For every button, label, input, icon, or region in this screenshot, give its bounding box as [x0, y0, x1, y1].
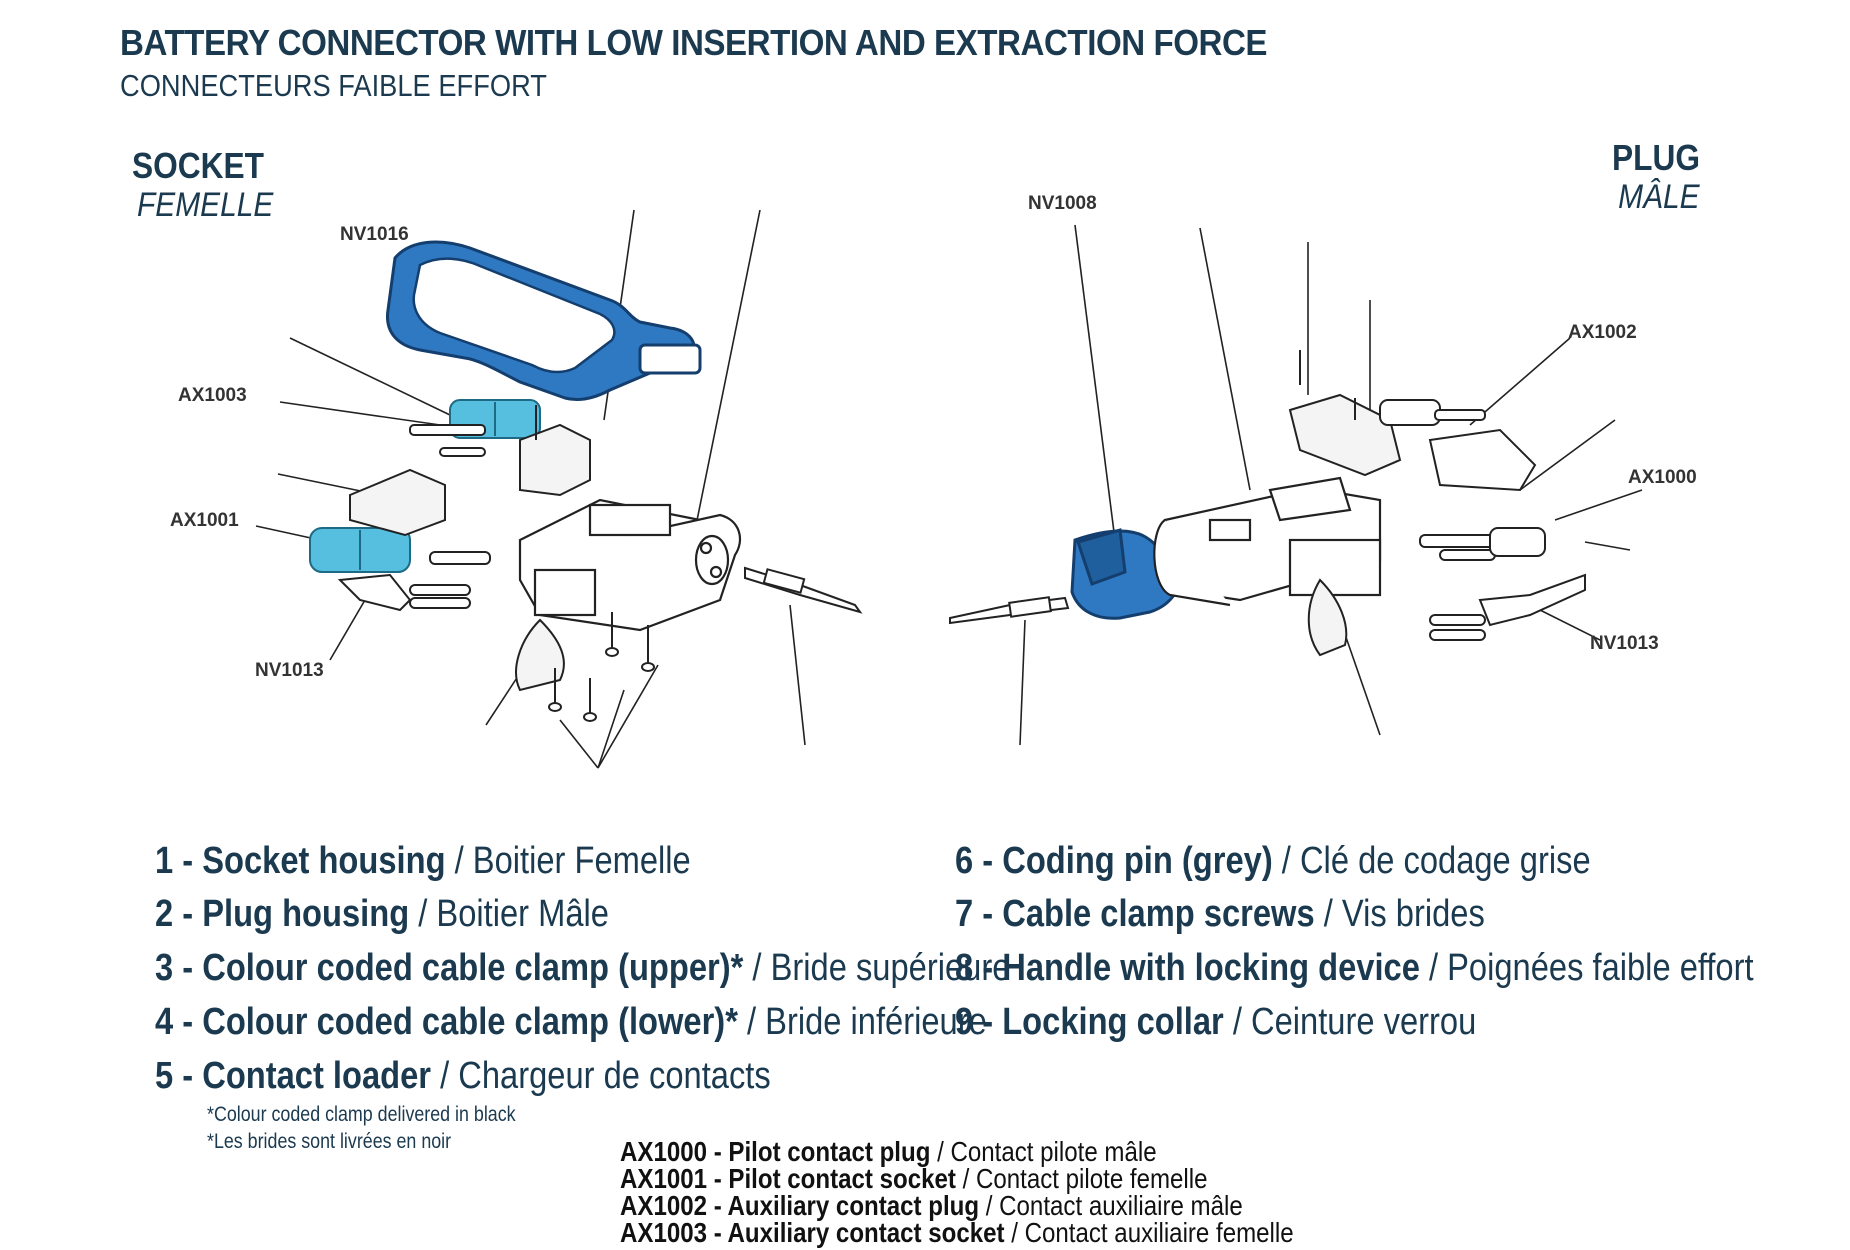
label-ax1001: AX1001: [170, 510, 239, 531]
legend-item-8: 8 - Handle with locking device / Poignée…: [955, 947, 1754, 989]
label-nv1013-left: NV1013: [255, 660, 324, 681]
socket-subheading: FEMELLE: [137, 186, 274, 224]
legend-item-5: 5 - Contact loader / Chargeur de contact…: [155, 1055, 771, 1097]
contact-pin: [409, 584, 471, 596]
legend-item-1: 1 - Socket housing / Boitier Femelle: [155, 840, 691, 882]
socket-housing-part: [518, 498, 742, 632]
leader-line: [1199, 227, 1251, 491]
legend-item-7: 7 - Cable clamp screws / Vis brides: [955, 893, 1485, 935]
contact-loader: [337, 573, 412, 612]
contact-pin: [439, 447, 486, 457]
coding-pin-left: [744, 566, 863, 614]
leader-line: [1554, 489, 1643, 521]
exploded-diagram: [255, 209, 1643, 769]
page-title: BATTERY CONNECTOR WITH LOW INSERTION AND…: [120, 22, 1268, 63]
auxiliary-contact-plug: [1379, 399, 1441, 426]
lower-cable-clamp: [1307, 578, 1348, 657]
leader-line: [597, 664, 659, 769]
label-ax1002: AX1002: [1568, 322, 1637, 343]
plug-subheading: MÂLE: [1618, 178, 1700, 216]
upper-cable-clamp: [1288, 393, 1402, 477]
contact-ax1003: AX1003 - Auxiliary contact socket / Cont…: [620, 1217, 1294, 1248]
footnote-fr: *Les brides sont livrées en noir: [207, 1130, 452, 1153]
upper-cable-clamp: [519, 423, 591, 497]
plug-housing-part: [1153, 476, 1382, 607]
legend-item-3: 3 - Colour coded cable clamp (upper)* / …: [155, 947, 1011, 989]
legend-item-6: 6 - Coding pin (grey) / Clé de codage gr…: [955, 840, 1591, 882]
leader-line: [1019, 619, 1026, 746]
contact-pin: [1419, 534, 1496, 548]
pilot-contact-plug: [1489, 527, 1546, 557]
contact-pin: [429, 551, 491, 565]
legend-item-4: 4 - Colour coded cable clamp (lower)* / …: [155, 1001, 987, 1043]
leader-line: [1074, 224, 1116, 541]
leader-line: [289, 337, 451, 416]
legend-item-9: 9 - Locking collar / Ceinture verrou: [955, 1001, 1477, 1043]
contact-loader: [1478, 573, 1586, 627]
contact-pin: [409, 597, 471, 609]
contact-pin: [1429, 629, 1486, 641]
pilot-contact-socket-part: [309, 527, 411, 573]
leader-line: [559, 719, 599, 769]
leader-line: [691, 209, 761, 546]
contact-pin: [1439, 549, 1496, 561]
contact-ax1002: AX1002 - Auxiliary contact plug / Contac…: [620, 1190, 1243, 1221]
handle-part: [385, 240, 702, 402]
footnote-en: *Colour coded clamp delivered in black: [207, 1103, 516, 1126]
cable-clamp-screws: [535, 405, 655, 722]
leader-line: [1519, 419, 1616, 491]
legend-item-2: 2 - Plug housing / Boitier Mâle: [155, 893, 609, 935]
contact-pin: [1429, 614, 1486, 626]
leader-line: [1529, 604, 1601, 641]
leader-line: [329, 599, 366, 661]
contact-ax1001: AX1001 - Pilot contact socket / Contact …: [620, 1163, 1208, 1194]
contact-ax1000: AX1000 - Pilot contact plug / Contact pi…: [620, 1136, 1157, 1167]
leader-line: [597, 689, 625, 769]
leader-line: [789, 604, 806, 746]
label-nv1013-right: NV1013: [1590, 633, 1659, 654]
plug-heading: PLUG: [1611, 137, 1700, 178]
label-nv1016: NV1016: [340, 224, 409, 245]
leader-line: [1584, 541, 1631, 551]
label-ax1000: AX1000: [1628, 467, 1697, 488]
socket-heading: SOCKET: [132, 145, 265, 186]
upper-cable-clamp: [349, 468, 446, 537]
upper-cable-clamp: [1428, 428, 1537, 492]
leader-line: [1469, 337, 1571, 426]
contact-pin: [409, 424, 486, 436]
label-nv1008: NV1008: [1028, 193, 1097, 214]
lower-cable-clamp: [515, 618, 565, 692]
contact-pin: [1434, 409, 1486, 421]
page-subtitle: CONNECTEURS FAIBLE EFFORT: [120, 68, 547, 103]
label-ax1003: AX1003: [178, 385, 247, 406]
coding-pin-right: [949, 596, 1070, 625]
